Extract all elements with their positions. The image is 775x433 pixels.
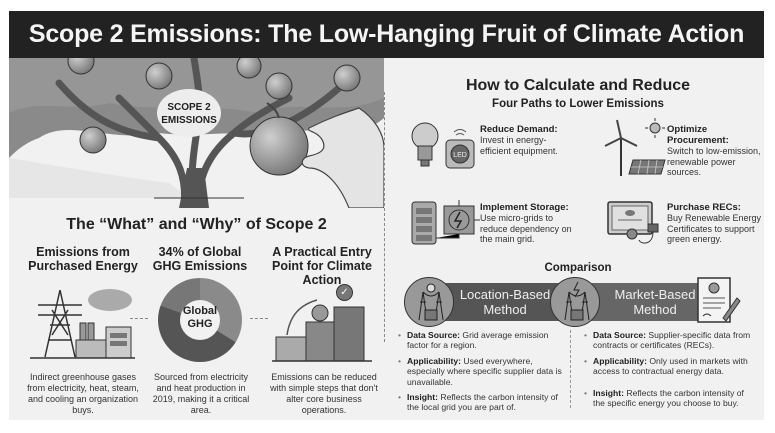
what-why-section-title: The “What” and “Why” of Scope 2 <box>66 216 327 233</box>
connector-dash <box>130 318 148 319</box>
path-desc: Invest in energy-efficient equipment. <box>480 135 558 156</box>
column-heading-global-ghg: 34% of Global GHG Emissions <box>152 245 248 273</box>
bullet-data-source: Data Source: Supplier-specific data from… <box>582 330 754 351</box>
location-based-bullets: Data Source: Grid average emission facto… <box>396 330 566 418</box>
market-label-line1: Market-Based <box>614 287 696 302</box>
tree-label-line1: SCOPE 2 <box>167 102 211 113</box>
column-text-purchased-energy: Indirect greenhouse gases from electrici… <box>27 372 139 415</box>
page-title: Scope 2 Emissions: The Low-Hanging Fruit… <box>9 11 764 58</box>
donut-center-label: Global GHG <box>182 305 218 330</box>
path-title: Optimize Procurement: <box>667 124 729 146</box>
market-grid-icon <box>550 277 600 327</box>
path-title: Purchase RECs: <box>667 202 741 213</box>
calculate-reduce-title: How to Calculate and Reduce <box>465 77 691 94</box>
path-title: Implement Storage: <box>480 202 569 213</box>
certificate-plug-icon <box>607 201 659 244</box>
location-label-line1: Location-Based <box>459 287 551 302</box>
market-based-label: Market-Based Method <box>605 287 705 317</box>
path-implement-storage: Implement Storage: Use micro-grids to re… <box>480 202 580 245</box>
battery-grid-icon <box>411 200 480 245</box>
bullet-data-source: Data Source: Grid average emission facto… <box>396 330 566 351</box>
steps-apple-icon <box>272 299 372 362</box>
comparison-title: Comparison <box>544 262 612 274</box>
market-based-bullets: Data Source: Supplier-specific data from… <box>582 330 754 413</box>
check-icon: ✓ <box>336 284 353 301</box>
column-heading-entry-point: A Practical Entry Point for Climate Acti… <box>271 245 372 287</box>
column-text-global-ghg: Sourced from electricity and heat produc… <box>152 372 250 415</box>
led-badge: LED <box>453 152 467 159</box>
wind-solar-icon <box>604 118 666 176</box>
path-reduce-demand: Reduce Demand: Invest in energy-efficien… <box>480 124 570 156</box>
comparison-divider <box>570 330 571 408</box>
bullet-applicability: Applicability: Used everywhere, especial… <box>396 356 566 387</box>
path-purchase-recs: Purchase RECs: Buy Renewable Energy Cert… <box>667 202 765 245</box>
bullet-insight: Insight: Reflects the carbon intensity o… <box>396 392 566 413</box>
column-heading-purchased-energy: Emissions from Purchased Energy <box>28 245 138 273</box>
location-grid-icon <box>404 277 454 327</box>
led-bulb-icon: LED <box>411 122 475 169</box>
apple-tree-illustration: SCOPE 2 EMISSIONS <box>9 58 384 208</box>
column-text-entry-point: Emissions can be reduced with simple ste… <box>270 372 378 415</box>
connector-dash <box>250 318 268 319</box>
global-ghg-donut-chart: Global GHG <box>158 278 242 362</box>
bullet-applicability: Applicability: Only used in markets with… <box>582 356 754 377</box>
location-based-label: Location-Based Method <box>455 287 555 317</box>
path-desc: Switch to low-emission, renewable power … <box>667 146 761 177</box>
path-title: Reduce Demand: <box>480 124 558 135</box>
path-optimize-procurement: Optimize Procurement: Switch to low-emis… <box>667 124 763 178</box>
bullet-insight: Insight: Reflects the carbon intensity o… <box>582 388 754 409</box>
location-label-line2: Method <box>483 302 527 317</box>
power-plant-icon <box>30 289 135 359</box>
section-divider <box>384 92 385 342</box>
four-paths-subtitle: Four Paths to Lower Emissions <box>492 98 664 110</box>
contract-document-icon <box>697 277 741 323</box>
path-desc: Use micro-grids to reduce dependency on … <box>480 213 572 244</box>
path-desc: Buy Renewable Energy Certificates to sup… <box>667 213 762 244</box>
tree-label-line2: EMISSIONS <box>161 115 217 126</box>
market-label-line2: Method <box>633 302 677 317</box>
